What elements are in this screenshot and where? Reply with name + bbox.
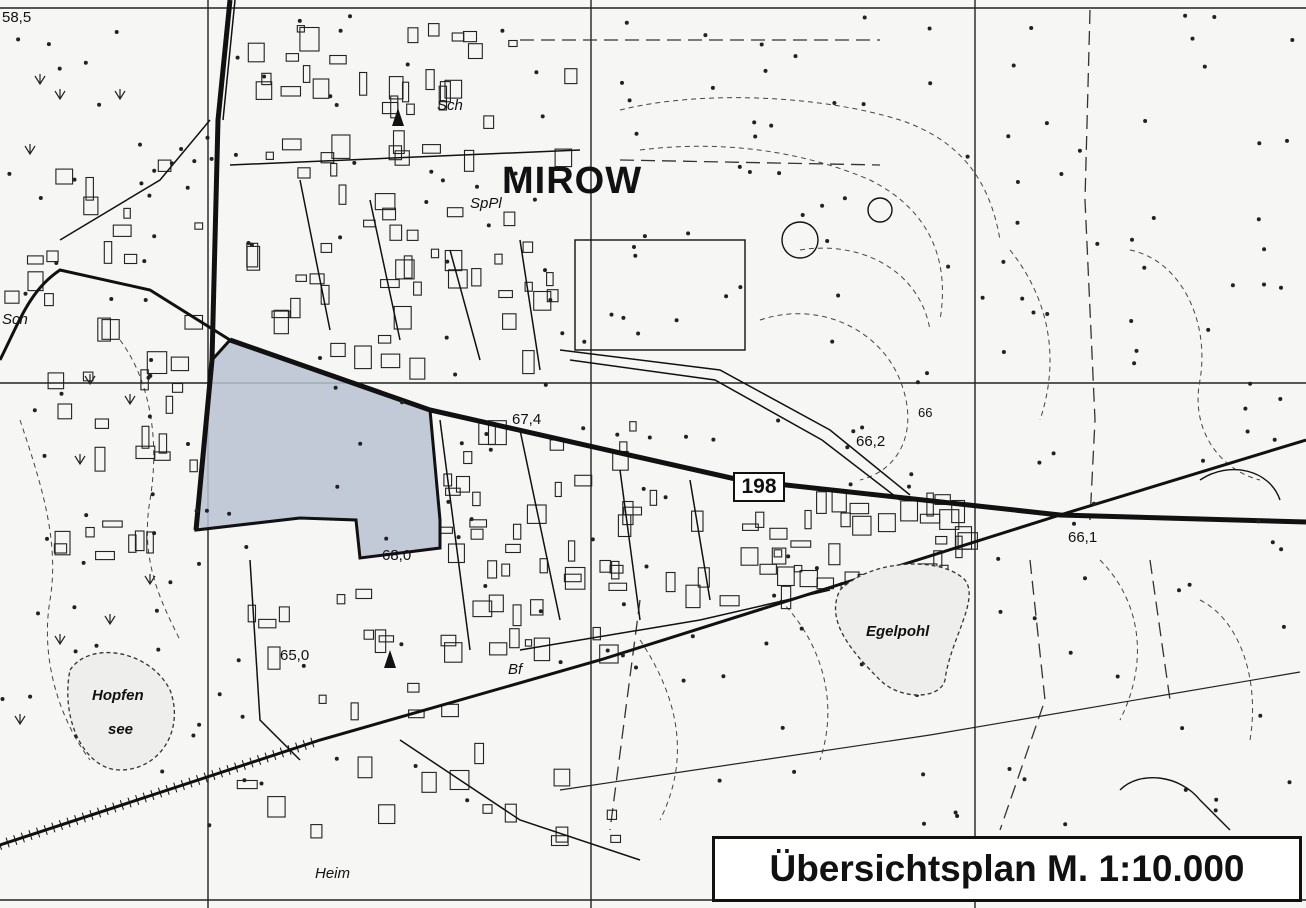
home-label: Heim xyxy=(315,865,351,882)
church-symbol-south xyxy=(384,650,396,668)
elevation-junction: 66,1 xyxy=(1068,529,1098,546)
town-name: MIROW xyxy=(502,160,643,202)
station-label: Bf xyxy=(508,661,523,678)
elevation-nw: 58,5 xyxy=(2,9,32,26)
railway-ties xyxy=(0,737,315,850)
route-shield-198: 198 xyxy=(733,472,785,502)
lake-label-hopfensee-1: Hopfen xyxy=(92,687,144,704)
elevation-contour: 66 xyxy=(918,405,933,420)
map-title-box: Übersichtsplan M. 1:10.000 xyxy=(712,836,1302,902)
church-symbol xyxy=(392,108,404,126)
elevation-southwest: 65,0 xyxy=(280,647,310,664)
map-features xyxy=(574,197,1281,831)
lake-label-egelpohl: Egelpohl xyxy=(866,623,930,640)
elevation-parcel-south: 68,0 xyxy=(382,547,412,564)
power-line xyxy=(559,671,1301,791)
tree-symbols xyxy=(0,13,1295,828)
school-label-west: Sch xyxy=(2,311,28,328)
lake-label-hopfensee-2: see xyxy=(108,721,134,738)
sports-ground-label: SpPl xyxy=(470,195,502,212)
lakes xyxy=(67,563,970,771)
elevation-road-east: 66,2 xyxy=(856,433,886,450)
elevation-road-center: 67,4 xyxy=(512,411,542,428)
roads xyxy=(0,0,1306,861)
school-label-north: Sch xyxy=(437,97,463,114)
railway xyxy=(0,349,1306,847)
footpaths xyxy=(520,9,1171,831)
